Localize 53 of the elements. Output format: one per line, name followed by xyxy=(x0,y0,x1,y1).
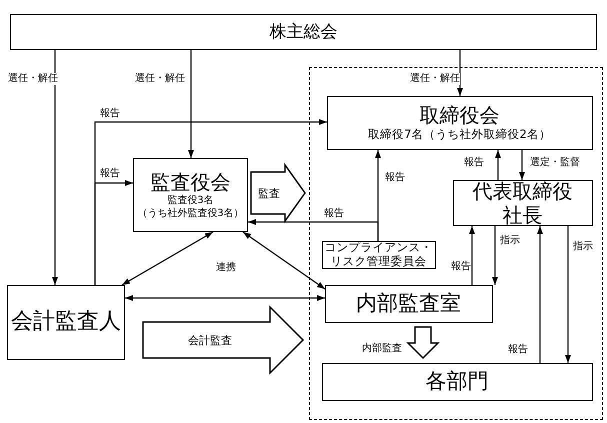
double-arrow xyxy=(122,231,214,286)
arrow xyxy=(457,50,463,96)
arrow xyxy=(469,226,475,285)
edge-label: 報告 xyxy=(324,208,344,220)
process-box xyxy=(326,96,592,150)
node-title: 代表取締役社長 xyxy=(472,178,574,226)
double-arrow xyxy=(125,295,325,301)
edge-label: 報告 xyxy=(100,108,120,120)
process-box xyxy=(452,180,592,226)
edge-label: 連携 xyxy=(216,262,236,274)
process-box xyxy=(133,158,248,232)
edge-label: 会計監査 xyxy=(188,334,232,348)
node-title: 内部監査室 xyxy=(356,290,461,316)
arrow xyxy=(248,219,379,241)
edge-label: 内部監査 xyxy=(362,343,402,355)
edge-label: 報告 xyxy=(451,261,471,273)
block-arrow xyxy=(406,326,440,360)
node-detail: 取締役7名（うち社外取締役2名） xyxy=(368,126,551,142)
process-box xyxy=(324,284,492,322)
double-arrow xyxy=(242,232,326,290)
edge-label: 報告 xyxy=(464,157,484,169)
node-detail: 監査役3名 xyxy=(167,194,214,207)
edge-label: 指示 xyxy=(573,241,593,253)
node-title: 会計監査人 xyxy=(11,309,121,336)
edge-label: 選任・解任 xyxy=(410,73,460,85)
node-title: 各部門 xyxy=(426,368,488,394)
arrow xyxy=(52,50,58,285)
arrow xyxy=(188,50,194,158)
block-arrow xyxy=(142,305,304,375)
node-title: 監査役会 xyxy=(150,170,230,194)
dashed-group-box xyxy=(309,67,603,420)
edge-label: 報告 xyxy=(100,168,120,180)
arrow xyxy=(495,150,501,180)
arrow xyxy=(565,226,571,363)
node-title: 取締役会 xyxy=(420,102,500,127)
arrow xyxy=(537,226,543,363)
process-box xyxy=(7,285,125,360)
node-detail: （うち社外監査役3名） xyxy=(137,207,244,220)
node-title: 株主総会 xyxy=(270,22,338,42)
block-arrow xyxy=(250,162,306,224)
edge-label: 監査 xyxy=(258,187,280,200)
arrow xyxy=(519,150,525,180)
node-title: コンプライアンス・リスク管理委員会 xyxy=(323,240,434,268)
arrow xyxy=(492,226,498,285)
arrow xyxy=(94,180,133,285)
edge-label: 選任・解任 xyxy=(8,73,58,85)
edge-label: 選任・解任 xyxy=(135,73,185,85)
process-box xyxy=(10,14,597,50)
edge-label: 選定・監督 xyxy=(530,157,580,169)
edge-label: 報告 xyxy=(508,344,528,356)
edge-label: 指示 xyxy=(500,235,520,247)
edge-label: 報告 xyxy=(385,172,405,184)
process-box xyxy=(322,362,592,400)
